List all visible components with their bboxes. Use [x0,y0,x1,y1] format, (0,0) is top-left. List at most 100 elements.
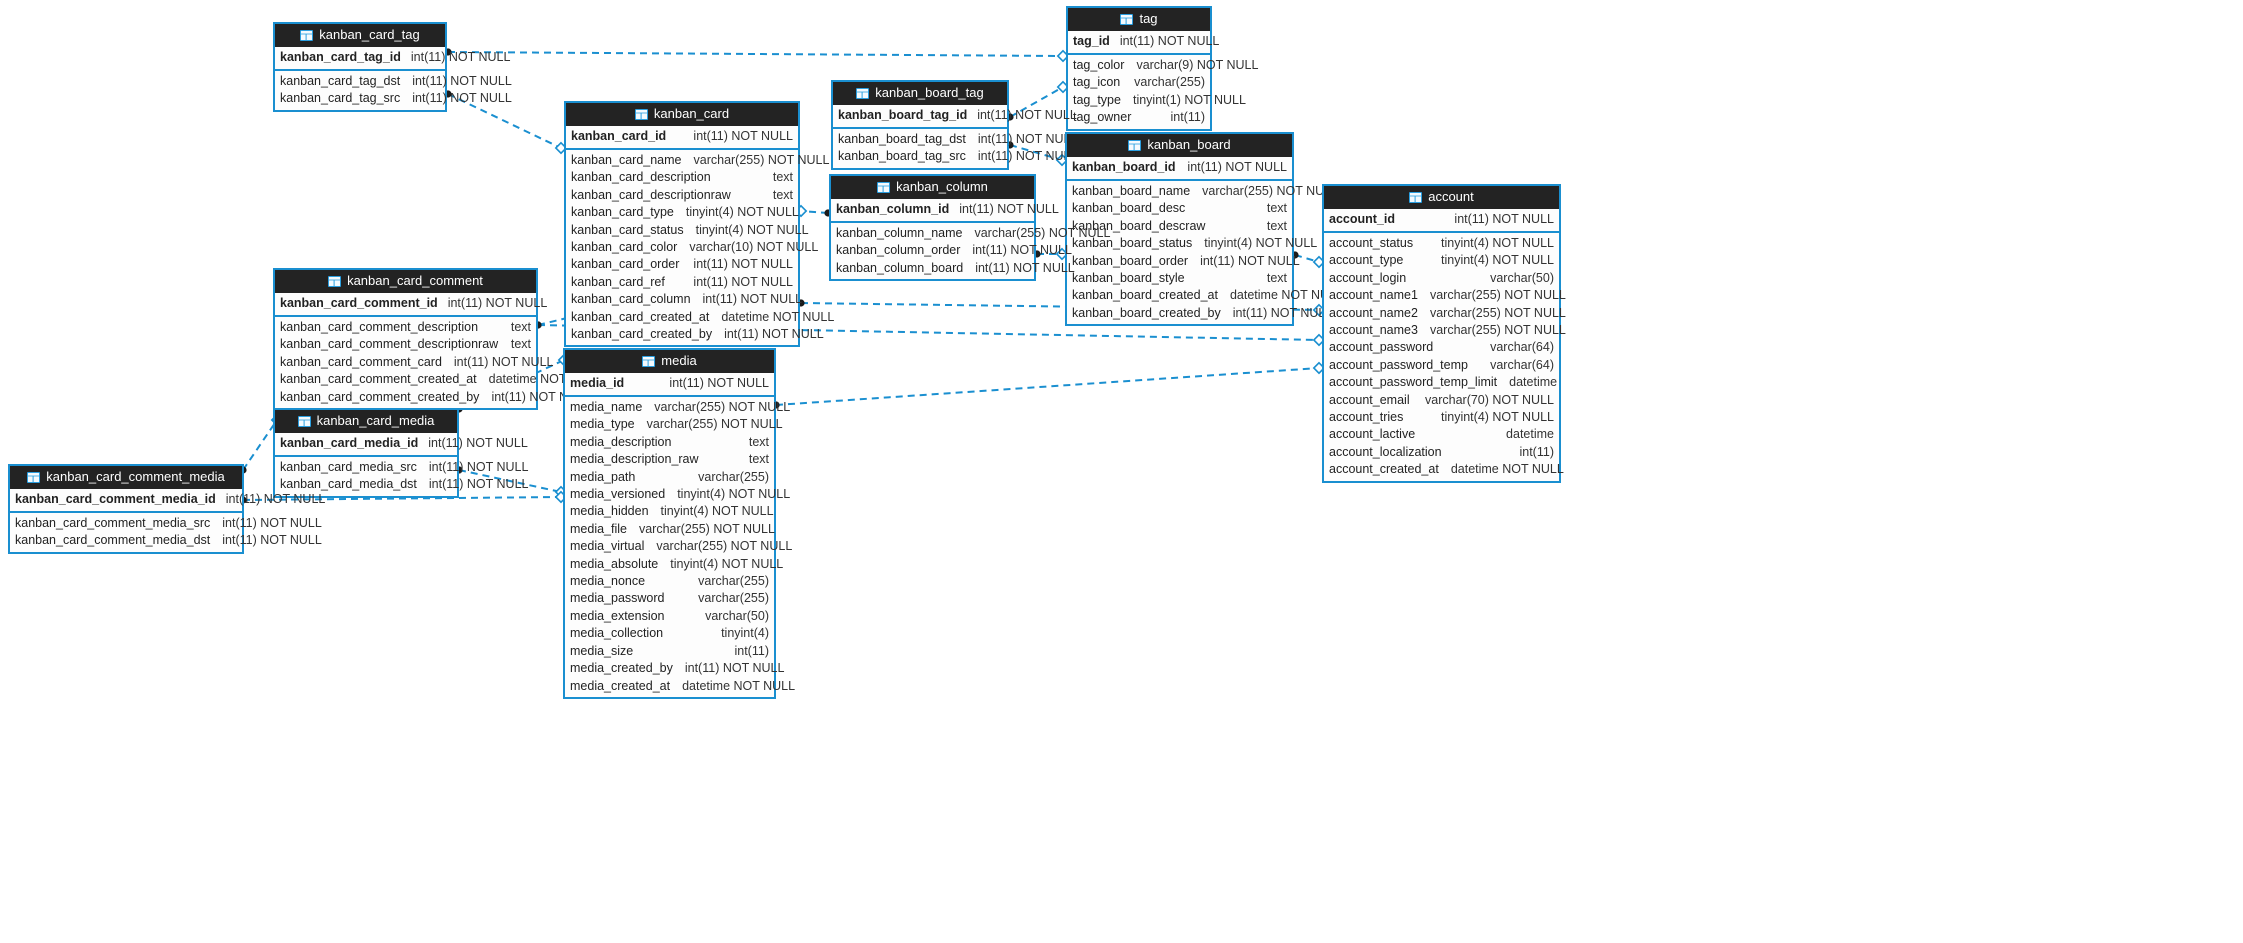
table-header-media[interactable]: media [565,350,774,373]
table-header-tag[interactable]: tag [1068,8,1210,31]
table-header-kanban_card_media[interactable]: kanban_card_media [275,410,457,433]
table-header-kanban_card[interactable]: kanban_card [566,103,798,126]
table-header-account[interactable]: account [1324,186,1559,209]
table-header-kanban_card_comment_media[interactable]: kanban_card_comment_media [10,466,242,489]
table-header-kanban_board_tag[interactable]: kanban_board_tag [833,82,1007,105]
table-header-kanban_column[interactable]: kanban_column [831,176,1034,199]
table-header-kanban_card_comment[interactable]: kanban_card_comment [275,270,536,293]
table-header-kanban_board[interactable]: kanban_board [1067,134,1292,157]
table-header-kanban_card_tag[interactable]: kanban_card_tag [275,24,445,47]
